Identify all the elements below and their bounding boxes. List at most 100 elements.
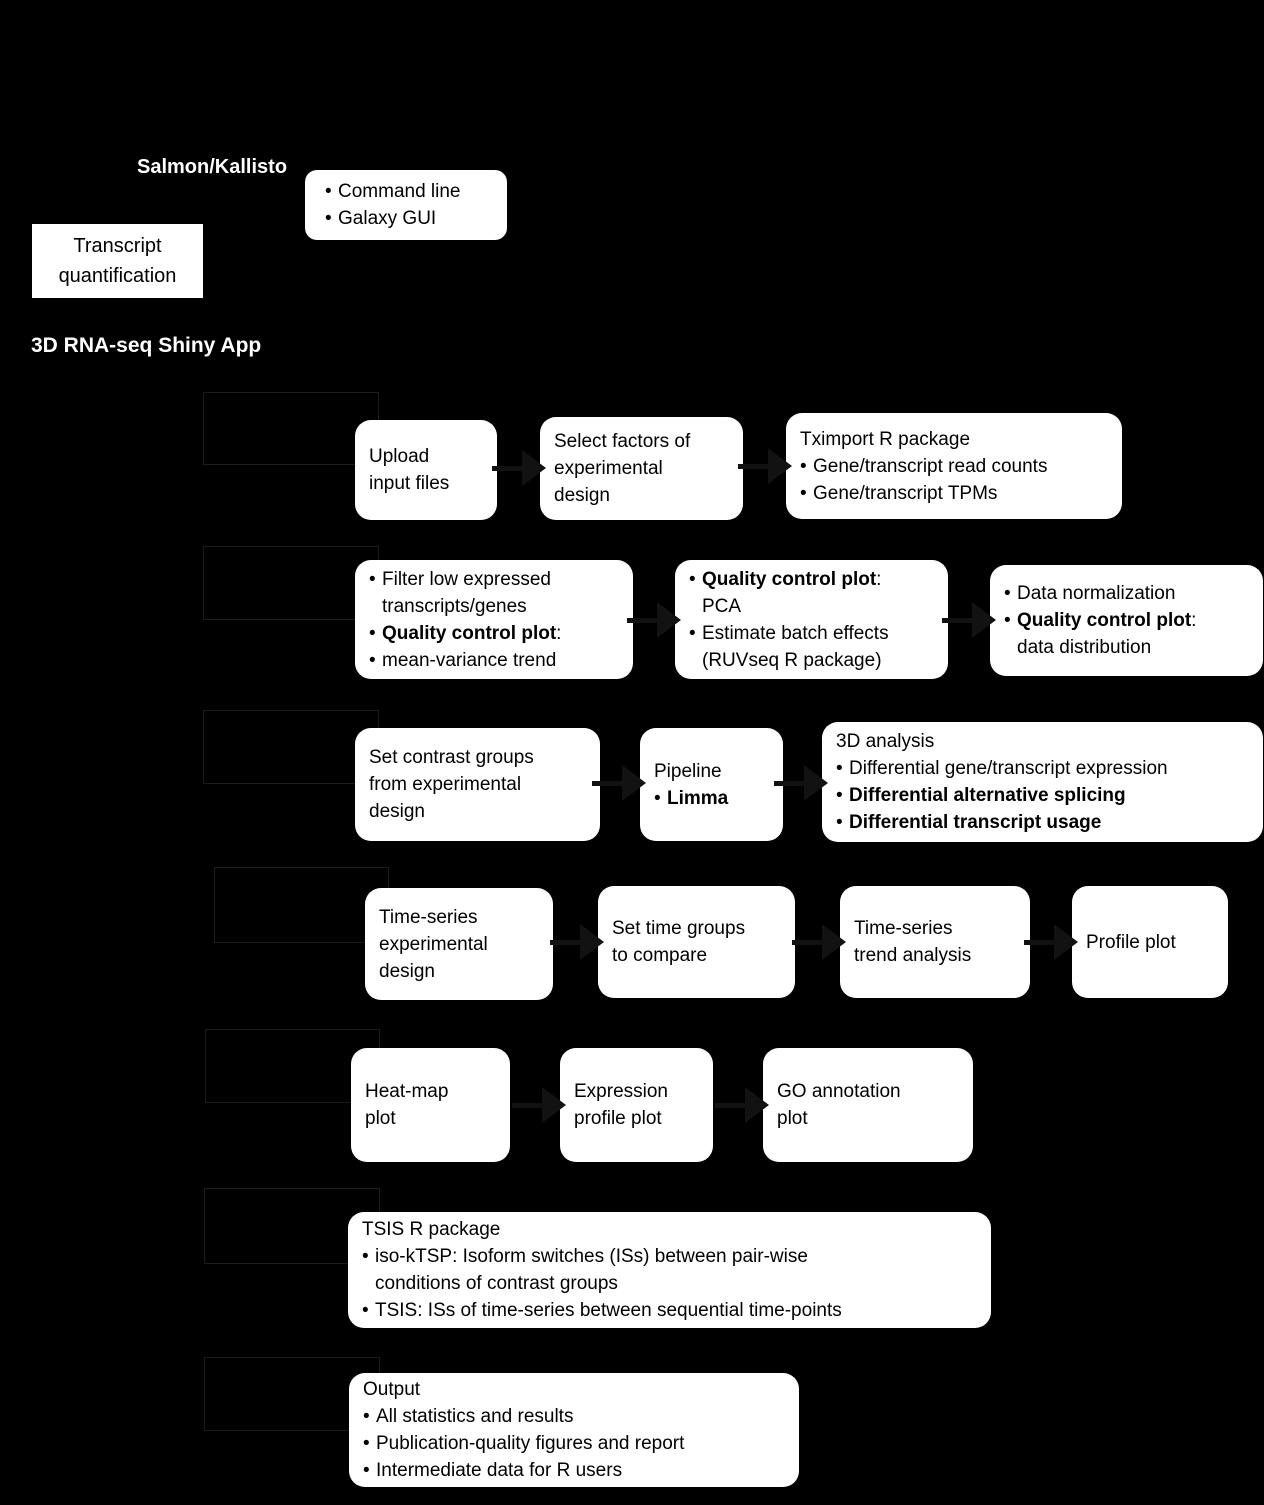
ts-design-box: Time-series experimental design (365, 888, 553, 1000)
text-line: •Differential gene/transcript expression (822, 755, 1263, 782)
text-line: •Differential alternative splicing (822, 782, 1263, 809)
text-line: Upload (369, 446, 430, 467)
arrow-head-icon (804, 765, 828, 801)
bullet-marker: • (363, 1406, 370, 1427)
select-factors-box: Select factors of experimental design (540, 417, 743, 520)
arrow-shaft (942, 618, 976, 623)
text-line: plot (777, 1108, 808, 1129)
go-annotation-box: GO annotation plot (763, 1048, 973, 1162)
text-line: • Gene/transcript read counts (786, 453, 1122, 480)
text-line: transcripts/genes (382, 595, 527, 617)
arrow-shaft (592, 781, 626, 786)
salmon-kallisto-label: Salmon/Kallisto (137, 156, 288, 178)
normalization-box: • Data normalization • Quality control plo… (990, 565, 1263, 676)
arrow-head-icon (768, 448, 792, 484)
colon: : (556, 622, 562, 644)
text-line: Tximport R package (800, 428, 971, 450)
arrow-head-icon (657, 602, 681, 638)
tximport-item: Gene/transcript read counts (813, 455, 1048, 477)
text-line: Set time groups (612, 918, 746, 939)
analysis-3d-item: Differential gene/transcript expression (849, 758, 1168, 779)
quality-control-plot-label: Quality control plot (382, 622, 557, 644)
flow-arrow (715, 1085, 769, 1125)
flow-arrow (942, 600, 996, 640)
arrow-head-icon (822, 924, 846, 960)
text-line: Transcript (73, 235, 162, 257)
time-groups-box: Set time groups to compare (598, 886, 795, 998)
text-line: Time-series (854, 918, 953, 939)
bullet-marker: • (1004, 583, 1011, 604)
text-line: trend analysis (854, 945, 972, 966)
stage-placeholder-box-5 (205, 1029, 380, 1103)
tsis-item: iso-kTSP: Isoform switches (ISs) between… (375, 1246, 808, 1267)
text-line: experimental (554, 458, 663, 479)
text-line: • Quality control plot: (355, 620, 633, 647)
arrow-shaft (512, 1103, 546, 1108)
transcript-quantification-box: Transcript quantification (32, 224, 203, 298)
filter-item: Filter low expressed (382, 568, 551, 590)
text-line: 3D analysis (836, 731, 935, 752)
bullet-marker: • (325, 208, 332, 229)
arrow-head-icon (580, 924, 604, 960)
normalization-item: Data normalization (1017, 583, 1176, 604)
trend-analysis-box: Time-series trend analysis (840, 886, 1030, 998)
qc-pca-box: •Quality control plot: PCA •Estimate bat… (675, 560, 948, 679)
limma-label: Limma (667, 787, 729, 809)
arrow-head-icon (542, 1087, 566, 1123)
arrow-shaft (492, 466, 526, 471)
upload-input-files-box: Upload input files (355, 420, 497, 520)
flow-arrow (492, 448, 546, 488)
text-line: •Differential transcript usage (822, 809, 1263, 836)
arrow-shaft (738, 464, 772, 469)
text-line: Select factors of (554, 431, 691, 452)
flow-arrow (592, 763, 646, 803)
arrow-head-icon (622, 765, 646, 801)
bullet-marker: • (369, 622, 376, 644)
tsis-item: TSIS: ISs of time-series between sequent… (375, 1300, 842, 1321)
arrow-head-icon (745, 1087, 769, 1123)
text-line: Heat-map (365, 1081, 449, 1102)
text-line: Expression (574, 1081, 668, 1102)
arrow-shaft (792, 940, 826, 945)
quality-control-plot-label: Quality control plot (1017, 610, 1192, 631)
filter-box: •Filter low expressed transcripts/genes … (355, 560, 633, 679)
text-line: conditions of contrast groups (375, 1273, 618, 1294)
pipeline-box: Pipeline •Limma (640, 728, 783, 841)
heatmap-box: Heat-map plot (351, 1048, 510, 1162)
output-box: Output •All statistics and results •Publ… (349, 1373, 799, 1487)
text-line: • iso-kTSP: Isoform switches (ISs) betwee… (348, 1243, 991, 1270)
bullet-marker: • (362, 1246, 369, 1267)
text-line: plot (365, 1108, 396, 1129)
bullet-marker: • (363, 1433, 370, 1454)
arrow-shaft (550, 940, 584, 945)
text-line: Time-series (379, 906, 478, 928)
flow-arrow (627, 600, 681, 640)
qc-pca-item: Estimate batch effects (702, 622, 889, 644)
filter-item: mean-variance trend (382, 649, 557, 671)
text-line: TSIS R package (362, 1219, 501, 1240)
text-line: •Gene/transcript TPMs (786, 480, 1122, 507)
flow-arrow (550, 922, 604, 962)
arrow-head-icon (1054, 924, 1078, 960)
quant-tools-item: Command line (338, 181, 461, 202)
bullet-marker: • (1004, 610, 1011, 631)
text-line: •Publication-quality figures and report (349, 1430, 799, 1457)
bullet-marker: • (369, 649, 376, 671)
flow-arrow (792, 922, 846, 962)
text-line: experimental (379, 933, 488, 955)
arrow-shaft (715, 1103, 749, 1108)
bullet-marker: • (800, 455, 807, 477)
flow-arrow (512, 1085, 566, 1125)
text-line: •Intermediate data for R users (349, 1457, 799, 1484)
text-line: design (369, 801, 425, 822)
text-line: PCA (702, 595, 742, 617)
text-line: •Filter low expressed (355, 566, 633, 593)
text-line: •Limma (640, 785, 783, 812)
output-item: Intermediate data for R users (376, 1460, 623, 1481)
text-line: quantification (58, 265, 177, 287)
stage-placeholder-box-4 (214, 867, 389, 943)
text-line: data distribution (1017, 637, 1152, 658)
analysis-3d-item-bold: Differential alternative splicing (849, 785, 1126, 806)
text-line: input files (369, 473, 450, 494)
text-line: •Quality control plot: (990, 607, 1263, 634)
